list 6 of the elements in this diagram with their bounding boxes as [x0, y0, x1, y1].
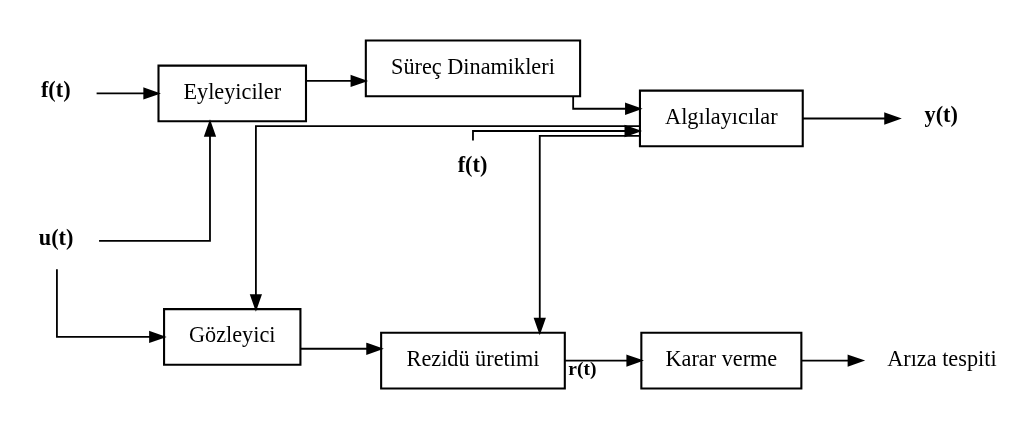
node-text: f(t)	[40, 77, 71, 103]
node-text: f(t)	[457, 152, 488, 178]
node-text: Arıza tespiti	[887, 345, 997, 371]
node-text: u(t)	[38, 224, 74, 250]
node-text: y(t)	[924, 102, 958, 128]
edge-label: r(t)	[568, 357, 597, 379]
